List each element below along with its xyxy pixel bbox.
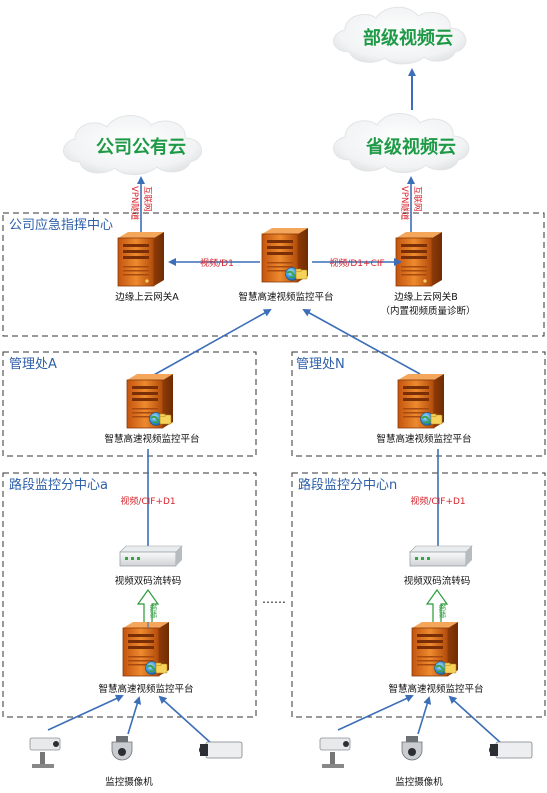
gateway-a-label: 边缘上云网关A [115,291,179,303]
region-mgmt-n [291,351,546,457]
server-icon [117,231,165,287]
region-command-center-title: 公司应急指挥中心 [9,217,113,233]
link-label-video-mini: 视频 [438,604,447,618]
link-label-video-cif-d1: 视频/CIF+D1 [410,495,465,507]
link-camera-n1 [337,694,414,731]
platform-mgmt-n: 智慧高速视频监控平台 [376,373,472,445]
uplink-arrow-a: 视频 [136,588,160,627]
box-camera-icon [199,741,243,759]
ellipsis: …… [262,592,286,606]
link-label-vpn: VPN隧道 [129,186,140,221]
link-label-internet: 互联网 [412,186,422,212]
cloud-ministry: 部级视频云 [333,6,467,65]
dome-camera-icon [401,736,423,761]
cloud-province-label: 省级视频云 [365,136,456,158]
link-label-video-cif-d1: 视频/CIF+D1 [120,495,175,507]
region-command-center [2,212,545,337]
ptz-camera-icon [29,737,61,768]
platform-mgmt-a: 智慧高速视频监控平台 [104,373,200,445]
transcoder-n: 视频双码流转码 [404,545,473,587]
camera-dome-n [401,736,423,761]
cloud-icon [333,113,470,174]
camera-box-a [199,741,243,759]
camera-box-n [489,741,533,759]
camera-dome-a [111,736,133,761]
cloud-ministry-label: 部级视频云 [363,27,453,49]
transcoder-icon [119,545,183,567]
link-camera-n3 [448,695,503,745]
link-camera-a1 [47,694,124,731]
platform-command: 智慧高速视频监控平台 [238,227,334,303]
cloud-icon [63,115,202,176]
link-mgmt-a-to-command [151,309,272,377]
platform-road-n-label: 智慧高速视频监控平台 [388,683,483,695]
platform-road-n: 智慧高速视频监控平台 [388,621,484,695]
platform-mgmt-a-label: 智慧高速视频监控平台 [104,433,199,445]
link-camera-a2 [127,696,142,735]
box-camera-icon [489,741,533,759]
transcoder-icon [409,545,473,567]
link-camera-n2 [417,696,432,735]
cloud-public: 公司公有云 [63,115,202,176]
cloud-province: 省级视频云 [333,113,470,174]
camera-ptz-n [319,737,351,768]
gateway-b-label: 边缘上云网关B [394,291,458,303]
link-label-vpn: VPN隧道 [399,186,410,221]
server-icon [395,231,443,287]
transcoder-a-label: 视频双码流转码 [115,575,182,587]
ptz-camera-icon [319,737,351,768]
cameras-a-label: 监控摄像机 [105,776,153,788]
link-label-video-mini: 视频 [149,604,158,618]
link-label-video-d1: 视频/D1 [200,257,234,269]
transcoder-a: 视频双码流转码 [115,545,183,587]
link-label-video-d1-cif: 视频/D1+CIF [329,257,384,269]
transcoder-n-label: 视频双码流转码 [404,575,471,587]
platform-road-a: 智慧高速视频监控平台 [98,621,194,695]
gateway-a: 边缘上云网关A [115,231,179,303]
cameras-n-label: 监控摄像机 [395,776,443,788]
region-road-n [291,472,546,718]
link-label-internet: 互联网 [142,186,152,212]
cloud-public-label: 公司公有云 [96,136,186,158]
link-camera-a3 [158,695,213,745]
platform-road-a-label: 智慧高速视频监控平台 [98,683,193,695]
region-mgmt-a [2,351,257,457]
gateway-b: 边缘上云网关B （内置视频质量诊断） [380,231,476,317]
region-mgmt-a-title: 管理处A [9,357,57,372]
dome-camera-icon [111,736,133,761]
link-mgmt-n-to-command [302,309,421,375]
gateway-b-note: （内置视频质量诊断） [380,305,475,317]
region-mgmt-n-title: 管理处N [296,357,345,372]
uplink-arrow-n: 视频 [425,588,449,627]
region-road-n-title: 路段监控分中心n [298,477,397,493]
platform-mgmt-n-label: 智慧高速视频监控平台 [376,433,471,445]
region-road-a-title: 路段监控分中心a [9,477,108,493]
region-road-a [2,472,257,718]
cloud-icon [333,6,467,65]
platform-command-label: 智慧高速视频监控平台 [238,291,333,303]
camera-ptz-a [29,737,61,768]
